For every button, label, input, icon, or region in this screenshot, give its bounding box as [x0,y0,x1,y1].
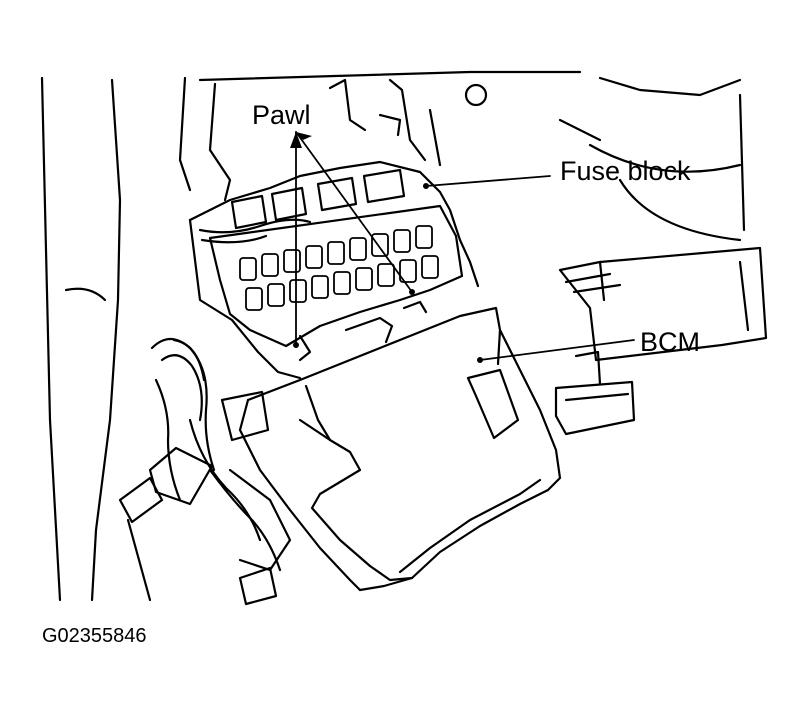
pawl-marker-dot-left [293,342,299,348]
pawl-marker-dot-right [409,289,415,295]
figure-id: G02355846 [42,625,147,647]
leader-arrows [290,132,483,363]
fuse-cells [239,225,439,311]
right-structures [468,70,746,242]
bcm-marker-dot [477,357,483,363]
bcm-label: BCM [640,327,700,357]
pedal [558,246,768,362]
dash-panel [178,70,488,202]
wiring-harness [118,337,292,606]
left-pillar [40,76,152,602]
fuse-block [188,160,480,380]
pawl-label: Pawl [252,100,311,130]
relays [230,168,406,230]
leader-lines [295,131,635,361]
fuse-block-marker-dot [423,183,429,189]
right-connector [554,350,636,436]
fuse-block-label: Fuse block [560,156,691,186]
bcm-module [238,306,562,592]
